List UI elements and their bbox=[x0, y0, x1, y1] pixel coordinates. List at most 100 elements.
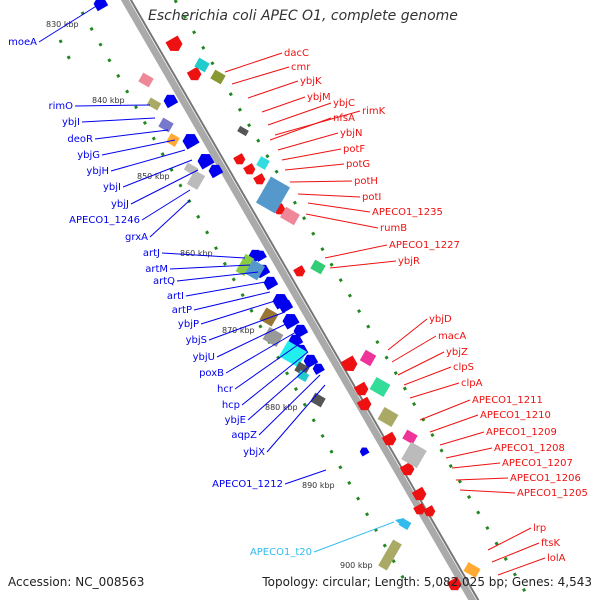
reverse-gene-leader bbox=[241, 351, 309, 406]
forward-gene-leader bbox=[451, 462, 501, 469]
reverse-gene-leader bbox=[94, 129, 169, 140]
forward-gene-label: APECO1_1208 bbox=[494, 443, 565, 454]
forward-gene-leader bbox=[445, 447, 493, 459]
forward-gene-leader bbox=[329, 260, 397, 269]
map-title: Escherichia coli APEC O1, complete genom… bbox=[148, 8, 458, 24]
forward-gene-leader bbox=[491, 542, 540, 563]
forward-gene-label: APECO1_1209 bbox=[486, 427, 557, 438]
gene-domain-block bbox=[256, 156, 270, 170]
forward-gene-leader bbox=[231, 66, 290, 85]
gene-domain-block bbox=[359, 349, 377, 367]
reverse-gene-leader bbox=[141, 189, 191, 221]
forward-gene-glyph bbox=[165, 35, 183, 52]
reverse-gene-label: hcr bbox=[217, 384, 234, 395]
reverse-gene-label: APECO1_1212 bbox=[212, 479, 283, 490]
reverse-gene-glyph bbox=[263, 276, 279, 291]
reverse-gene-label: ybjS bbox=[186, 335, 207, 346]
gene-domain-block bbox=[310, 259, 326, 275]
reverse-gene-leader bbox=[122, 159, 193, 188]
forward-gene-label: potH bbox=[354, 176, 378, 187]
forward-gene-label: ybjZ bbox=[446, 347, 468, 358]
reverse-gene-label: grxA bbox=[125, 232, 148, 243]
reverse-gene-leader bbox=[169, 264, 251, 270]
forward-gene-leader bbox=[305, 213, 379, 229]
kbp-tick-label: 870 kbp bbox=[222, 326, 255, 335]
forward-gene-label: APECO1_1211 bbox=[472, 395, 543, 406]
gene-domain-block bbox=[138, 72, 154, 88]
forward-gene-glyph bbox=[340, 355, 358, 372]
reverse-gene-label: artI bbox=[167, 291, 184, 302]
forward-gene-leader bbox=[409, 382, 460, 399]
gene-domain-block bbox=[237, 125, 249, 137]
forward-gene-leader bbox=[269, 117, 332, 141]
reverse-gene-label: ybjE bbox=[225, 415, 246, 426]
topology-label: Topology: circular; Length: 5,082,025 bp… bbox=[262, 575, 592, 589]
forward-gene-leader bbox=[224, 52, 283, 73]
kbp-tick-label: 890 kbp bbox=[302, 481, 335, 490]
forward-gene-leader bbox=[403, 366, 452, 386]
forward-gene-label: ybjC bbox=[333, 98, 355, 109]
forward-gene-label: cmr bbox=[291, 62, 311, 73]
forward-gene-leader bbox=[281, 148, 342, 161]
forward-gene-leader bbox=[324, 244, 388, 259]
reverse-gene-leader bbox=[38, 4, 99, 43]
gene-domain-block bbox=[377, 406, 399, 428]
reverse-gene-glyph bbox=[197, 153, 215, 170]
reverse-gene-glyph bbox=[93, 0, 109, 12]
forward-gene-leader bbox=[429, 414, 479, 433]
gene-domain-block bbox=[278, 340, 308, 368]
reverse-gene-glyph bbox=[303, 354, 319, 369]
forward-gene-label: dacC bbox=[284, 48, 309, 59]
reverse-gene-leader bbox=[266, 384, 326, 453]
reverse-gene-leader bbox=[193, 291, 271, 311]
reverse-gene-glyph bbox=[182, 133, 200, 150]
kbp-tick-label: 900 kbp bbox=[340, 561, 373, 570]
forward-gene-label: ybjM bbox=[307, 92, 331, 103]
forward-gene-label: ybjR bbox=[398, 256, 420, 267]
forward-gene-label: APECO1_1207 bbox=[502, 458, 573, 469]
rna-gene-glyph bbox=[395, 518, 404, 526]
forward-gene-glyph bbox=[253, 173, 266, 185]
gene-domain-block bbox=[255, 176, 291, 214]
reverse-gene-glyph bbox=[293, 324, 309, 339]
forward-gene-glyph bbox=[243, 163, 256, 175]
forward-gene-glyph bbox=[356, 396, 372, 411]
rna-gene-label: APECO1_t20 bbox=[250, 547, 312, 558]
forward-gene-glyph bbox=[186, 66, 202, 81]
forward-gene-glyph bbox=[446, 576, 462, 591]
reverse-gene-leader bbox=[284, 469, 327, 485]
forward-gene-label: APECO1_1235 bbox=[372, 207, 443, 218]
reverse-gene-glyph bbox=[359, 447, 370, 457]
gene-domain-block bbox=[296, 370, 310, 382]
reverse-gene-leader bbox=[234, 341, 303, 390]
reverse-gene-label: ybjI bbox=[62, 117, 80, 128]
forward-gene-label: ybjK bbox=[300, 76, 322, 87]
reverse-gene-leader bbox=[200, 299, 279, 325]
reverse-gene-leader bbox=[161, 252, 246, 259]
forward-gene-label: nfsA bbox=[333, 113, 355, 124]
forward-gene-label: APECO1_1205 bbox=[517, 488, 588, 499]
forward-gene-label: rimK bbox=[362, 106, 386, 117]
reverse-gene-label: artP bbox=[172, 305, 192, 316]
reverse-gene-glyph bbox=[254, 250, 267, 262]
forward-gene-leader bbox=[391, 335, 437, 363]
forward-gene-label: macA bbox=[438, 331, 466, 342]
reverse-gene-leader bbox=[81, 117, 156, 123]
forward-gene-glyph bbox=[293, 265, 306, 277]
kbp-tick-label: 850 kbp bbox=[137, 172, 170, 181]
gene-domain-block bbox=[369, 376, 391, 398]
forward-gene-label: potG bbox=[346, 159, 370, 170]
forward-gene-glyph bbox=[411, 486, 427, 501]
forward-gene-leader bbox=[247, 80, 299, 99]
forward-gene-leader bbox=[307, 202, 371, 213]
reverse-gene-label: deoR bbox=[67, 134, 93, 145]
forward-gene-leader bbox=[387, 318, 428, 351]
forward-gene-label: lrp bbox=[533, 523, 546, 534]
gene-domain-block bbox=[210, 69, 226, 85]
rna-gene-leader bbox=[313, 521, 395, 553]
forward-gene-label: APECO1_1210 bbox=[480, 410, 551, 421]
forward-gene-leader bbox=[284, 163, 345, 171]
forward-gene-leader bbox=[261, 96, 306, 113]
gene-domain-block bbox=[259, 307, 279, 327]
reverse-gene-label: poxB bbox=[199, 368, 224, 379]
